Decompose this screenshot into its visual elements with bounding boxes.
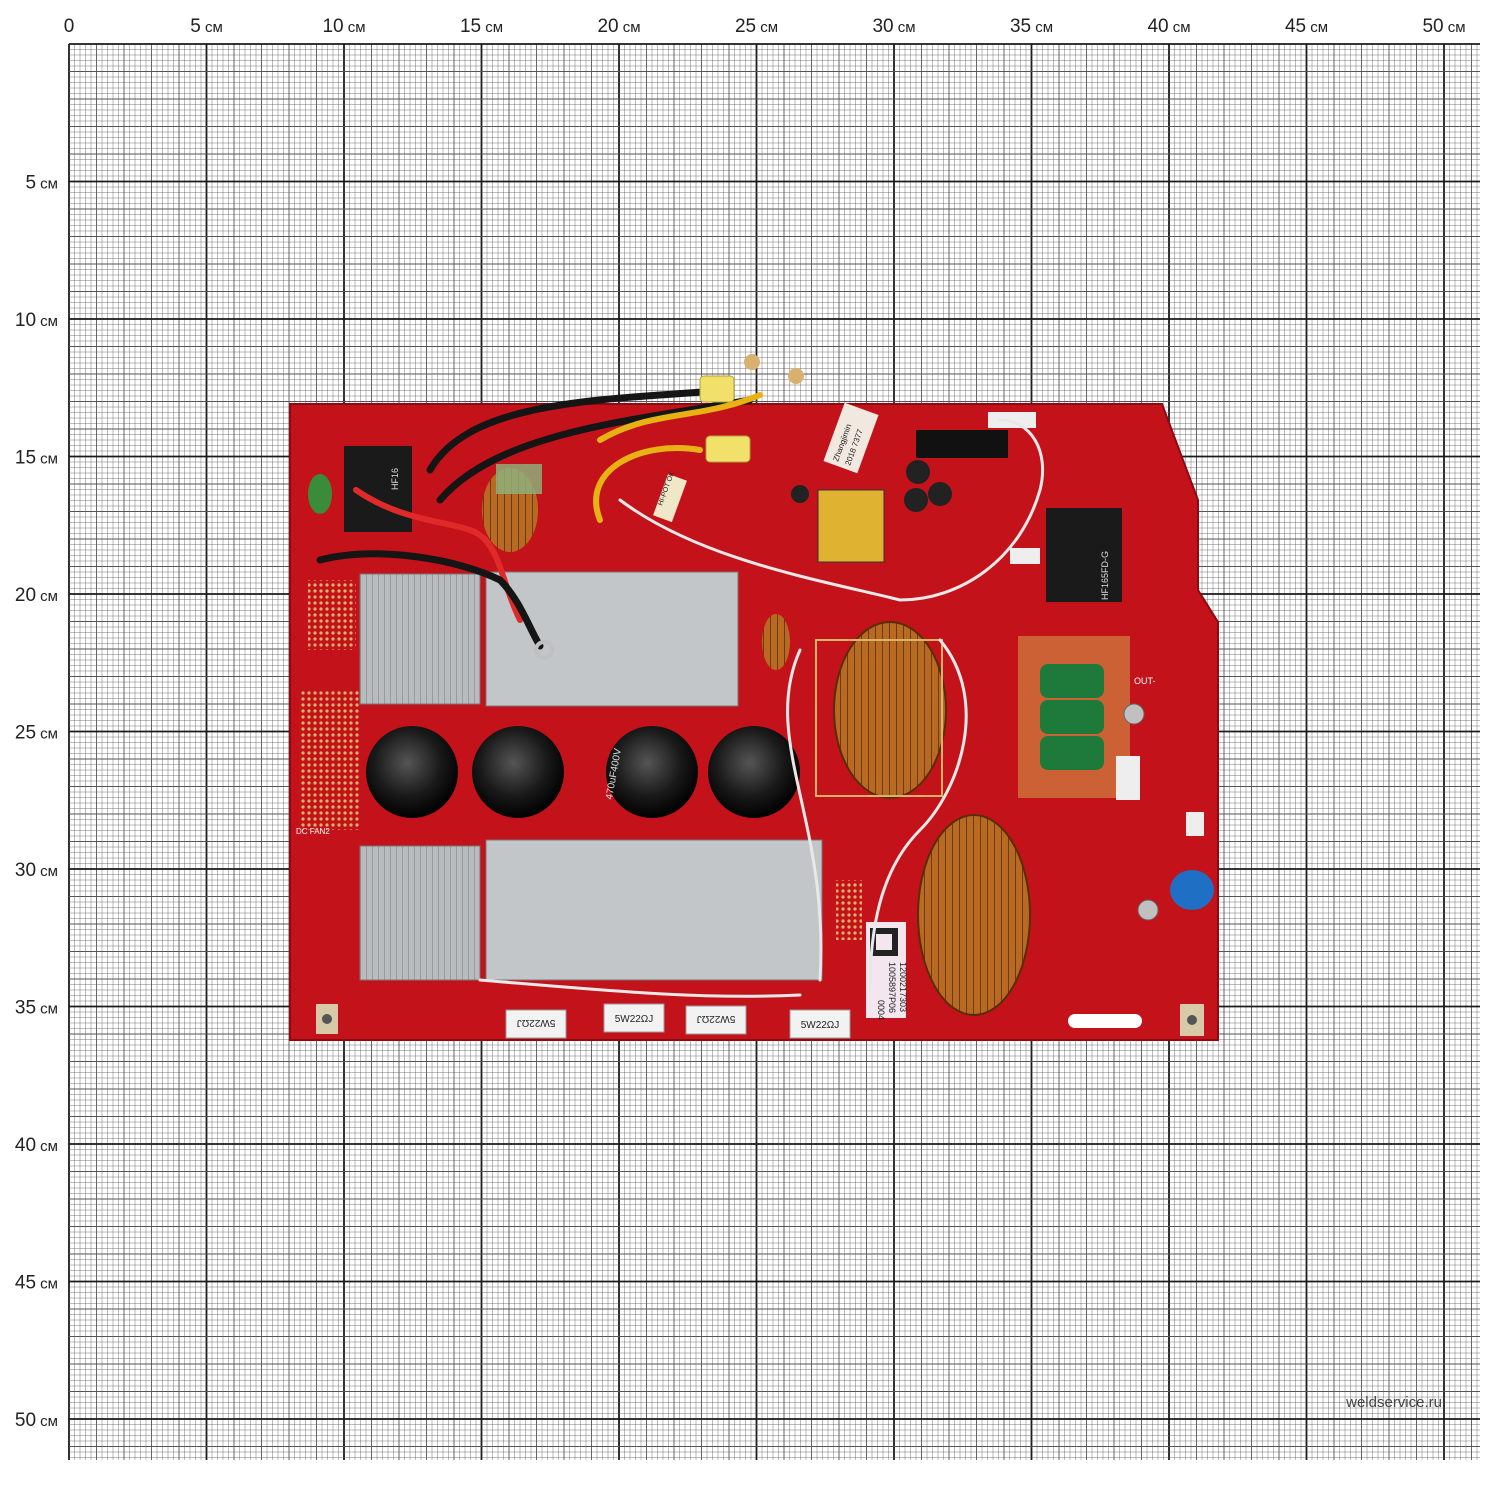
sticker-line2: 1005897P06 <box>887 962 897 1013</box>
sticker-line1: 1200217303 <box>898 962 908 1012</box>
x-tick-label: 40 см <box>1147 16 1190 37</box>
capacitor <box>472 726 564 818</box>
via-cluster <box>836 880 862 940</box>
small-coil <box>762 614 790 670</box>
power-resistor <box>789 1009 851 1039</box>
white-wire <box>786 648 823 982</box>
yellow-wire <box>597 392 763 443</box>
resistor-marking: 5W22ΩJ <box>517 1017 556 1028</box>
via-cluster <box>308 580 356 650</box>
heatsink-bottom-left <box>359 845 481 981</box>
power-resistor <box>685 1005 747 1035</box>
y-tick-label: 35 см <box>15 998 58 1019</box>
y-capacitor <box>1170 870 1214 910</box>
measurement-grid <box>68 43 1480 1460</box>
wiring <box>316 354 1045 998</box>
out-label: OUT- <box>1134 676 1156 686</box>
resistor-marking: 5W22ΩJ <box>697 1013 736 1024</box>
connector-white <box>988 412 1036 428</box>
pcb-board: 470uF400V HF16 HF165FD-G <box>289 354 1219 1041</box>
aux-transformer <box>817 489 885 563</box>
black-wire <box>316 550 544 650</box>
small-capacitor <box>904 488 928 512</box>
yellow-wire <box>593 445 703 523</box>
mounting-hole-center <box>1187 1015 1197 1025</box>
power-resistors: 5W22ΩJ 5W22ΩJ 5W22ΩJ 5W22ΩJ <box>505 1003 851 1039</box>
qr-code-inner <box>876 934 892 950</box>
relay-left-marking: HF16 <box>390 468 400 490</box>
capacitor <box>708 726 800 818</box>
x-tick-label: 0 <box>64 16 75 37</box>
connector-white <box>1186 812 1204 836</box>
x-tick-label: 50 см <box>1422 16 1465 37</box>
y-tick-label: 25 см <box>15 723 58 744</box>
x-tick-label: 5 см <box>190 16 223 37</box>
small-capacitor <box>791 485 809 503</box>
spade-connector <box>705 435 751 463</box>
y-tick-label: 10 см <box>15 310 58 331</box>
y-tick-label: 45 см <box>15 1273 58 1294</box>
y-tick-label: 15 см <box>15 448 58 469</box>
capacitor <box>606 726 698 818</box>
lug-terminal <box>788 368 804 384</box>
y-tick-label: 30 см <box>15 860 58 881</box>
white-wire <box>868 638 968 992</box>
fuse-capacitor <box>496 464 542 494</box>
hipot-sticker <box>653 473 687 523</box>
y-tick-label: 20 см <box>15 585 58 606</box>
via-cluster <box>300 690 360 830</box>
small-capacitor <box>906 460 930 484</box>
connector-white <box>1116 756 1140 800</box>
relay-right <box>1046 508 1122 602</box>
resistor-marking: 5W22ΩJ <box>615 1014 654 1025</box>
y-tick-label: 50 см <box>15 1410 58 1431</box>
heatsink-top-main <box>485 571 739 707</box>
power-resistor <box>505 1009 567 1039</box>
toroid-inductor-center <box>833 621 947 799</box>
ring-terminal <box>534 640 554 660</box>
x-tick-label: 30 см <box>872 16 915 37</box>
y-tick-label: 5 см <box>25 173 58 194</box>
slot-cutout <box>1068 1014 1142 1028</box>
inductor-mount-plate <box>815 639 943 797</box>
toroid-inductor-bottom <box>917 814 1031 1016</box>
sticker-line3: 0004 <box>876 1000 886 1020</box>
x-tick-label: 25 см <box>735 16 778 37</box>
electrolytic-capacitors: 470uF400V <box>366 726 800 818</box>
x-tick-label: 10 см <box>322 16 365 37</box>
choke-green-core <box>1040 664 1104 698</box>
heatsink-bottom-main <box>485 839 823 981</box>
choke-green-core <box>1040 736 1104 770</box>
y-tick-label: 40 см <box>15 1135 58 1156</box>
output-terminal <box>1123 703 1145 725</box>
mounting-hole-center <box>322 1014 332 1024</box>
black-wire <box>436 396 754 504</box>
inspection-stamp <box>823 402 879 474</box>
lug-terminal <box>744 354 760 370</box>
x-tick-label: 35 см <box>1010 16 1053 37</box>
choke-green-core <box>1040 700 1104 734</box>
white-wire <box>618 418 1045 602</box>
mount-terminal <box>1137 899 1159 921</box>
black-wire <box>426 386 734 474</box>
white-wire <box>478 978 802 998</box>
resistor-marking: 5W22ΩJ <box>801 1020 840 1031</box>
ruler-labels: 0 5 см 10 см 15 см 20 см 25 см 30 см 35 см 40 см… <box>15 16 1466 1431</box>
x-tick-label: 45 см <box>1285 16 1328 37</box>
capacitor <box>366 726 458 818</box>
power-resistor <box>603 1003 665 1033</box>
small-capacitor <box>928 482 952 506</box>
relay-right-marking: HF165FD-G <box>1100 551 1110 600</box>
x-tick-label: 20 см <box>597 16 640 37</box>
spade-connector <box>699 375 735 403</box>
ribbon-connector <box>916 430 1008 458</box>
heatsink-top-left <box>359 573 481 705</box>
connector-white <box>1010 548 1040 564</box>
x-tick-label: 15 см <box>460 16 503 37</box>
fan-label: DC FAN2 <box>296 827 330 836</box>
filter-capacitor <box>308 474 332 514</box>
watermark: weldservice.ru <box>1346 1394 1442 1411</box>
